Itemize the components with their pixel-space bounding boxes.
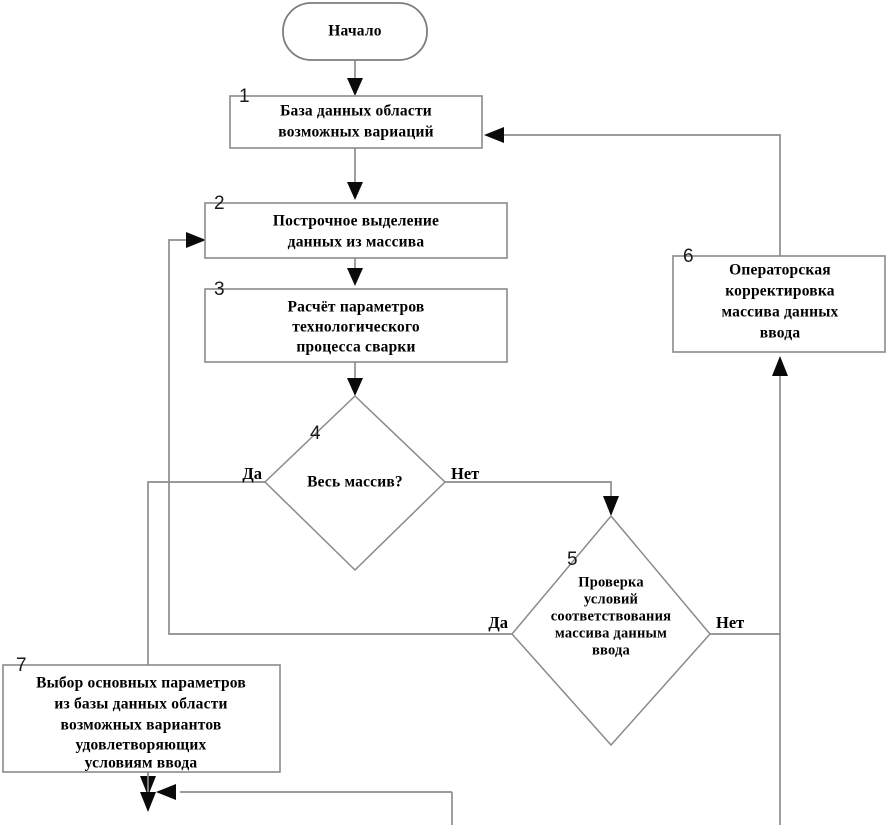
node-6-number: 6 <box>683 246 694 267</box>
node-start[interactable]: Начало <box>282 2 428 61</box>
node-1[interactable]: 1 База данных области возможных вариаций <box>229 86 483 149</box>
node-6-line-3: массива данных <box>722 304 839 321</box>
node-6[interactable]: 6 Операторская корректировка массива дан… <box>672 246 886 353</box>
node-7-line-5: условиям ввода <box>85 755 198 772</box>
node-5-number: 5 <box>567 549 578 570</box>
node-2-number: 2 <box>214 193 225 214</box>
node-4-no-label: Нет <box>451 464 479 483</box>
node-4-yes-label: Да <box>242 464 262 483</box>
node-5-line-3: соответствования <box>551 608 671 624</box>
node-3[interactable]: 3 Расчёт параметров технологического про… <box>204 279 508 363</box>
node-7-line-1: Выбор основных параметров <box>36 675 246 692</box>
connector-5-yes-to-2 <box>168 232 512 635</box>
node-5-yes-label: Да <box>488 613 508 632</box>
node-7-line-3: возможных вариантов <box>61 717 222 734</box>
connector-4-no-to-5 <box>445 481 619 516</box>
node-3-line-1: Расчёт параметров <box>288 299 425 316</box>
node-5-line-4: массива данным <box>555 625 667 641</box>
connector-1-to-2 <box>347 148 363 200</box>
node-2-line-2: данных из массива <box>288 234 425 251</box>
connector-6-to-1 <box>484 127 781 256</box>
node-4-number: 4 <box>310 423 321 444</box>
connector-3-to-4 <box>347 362 363 396</box>
node-3-line-3: процесса сварки <box>296 339 415 356</box>
node-5-line-5: ввода <box>592 642 631 658</box>
node-4[interactable]: 4 Весь массив? <box>263 394 447 572</box>
node-3-number: 3 <box>214 279 225 300</box>
node-6-line-2: корректировка <box>725 283 835 300</box>
node-1-line-2: возможных вариаций <box>278 124 433 141</box>
node-7[interactable]: 7 Выбор основных параметров из базы данн… <box>2 655 281 773</box>
node-4-line-1: Весь массив? <box>307 474 403 491</box>
node-6-line-1: Операторская <box>729 262 831 279</box>
node-7-line-2: из базы данных области <box>54 696 227 713</box>
node-5-line-1: Проверка <box>578 574 644 590</box>
connector-5-no-to-6 <box>710 356 788 635</box>
connector-return-to-7-output <box>156 784 453 825</box>
connector-2-to-3 <box>347 258 363 286</box>
node-2[interactable]: 2 Построчное выделение данных из массива <box>204 193 508 259</box>
connector-7-down <box>140 772 156 812</box>
node-7-line-4: удовлетворяющих <box>76 737 207 754</box>
node-1-number: 1 <box>239 86 250 107</box>
node-5-line-2: условий <box>584 591 638 607</box>
node-6-line-4: ввода <box>760 325 801 342</box>
node-5[interactable]: 5 Проверка условий соответствования масс… <box>511 514 711 747</box>
node-start-label: Начало <box>328 23 382 40</box>
node-2-line-1: Построчное выделение <box>273 213 439 230</box>
node-1-line-1: База данных области <box>280 103 432 120</box>
node-5-no-label: Нет <box>716 613 744 632</box>
node-7-number: 7 <box>16 655 27 676</box>
connector-start-to-1 <box>347 60 363 96</box>
node-3-line-2: технологического <box>292 319 420 336</box>
